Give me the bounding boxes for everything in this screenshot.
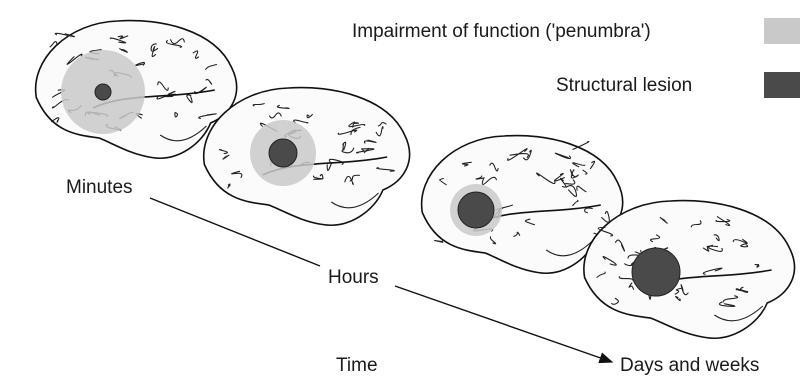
brain-stage-hours-early <box>204 88 410 226</box>
timeline-axis-label: Time <box>336 356 378 375</box>
legend-lesion-label: Structural lesion <box>556 76 692 95</box>
legend-penumbra-swatch <box>764 18 800 44</box>
timeline-arrow <box>395 286 612 362</box>
legend-penumbra-label: Impairment of function ('penumbra') <box>352 22 651 41</box>
lesion-core <box>269 139 297 167</box>
timeline-minutes-label: Minutes <box>66 178 133 197</box>
lesion-core <box>95 84 111 100</box>
lesion-core <box>632 248 680 296</box>
brain-stage-days-weeks <box>584 201 795 339</box>
brain-outline <box>584 201 795 339</box>
timeline-days-weeks-label: Days and weeks <box>620 356 759 375</box>
lesion-core <box>458 192 494 228</box>
brain-sulcus <box>435 240 443 242</box>
legend-lesion-swatch <box>764 72 800 98</box>
timeline-hours-label: Hours <box>328 268 379 287</box>
